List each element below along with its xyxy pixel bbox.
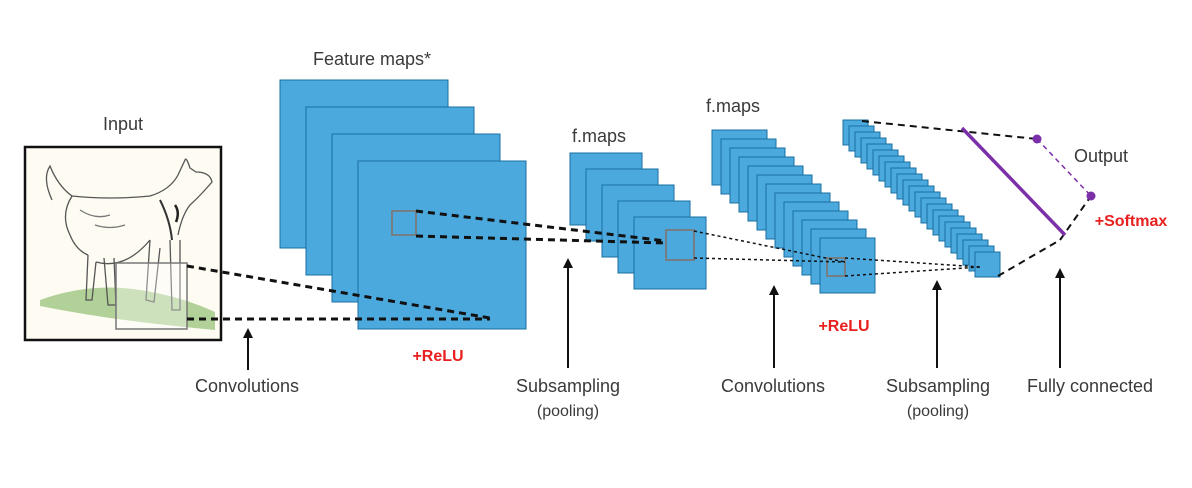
- arrows: [243, 258, 1065, 370]
- receptive-field-l3: [826, 257, 846, 277]
- receptive-field-l1: [391, 210, 417, 236]
- fmap-l2-5: [633, 216, 707, 290]
- label-pooling-2: (pooling): [907, 403, 969, 420]
- feature-map-4: [357, 160, 527, 330]
- label-input: Input: [103, 114, 143, 134]
- label-subsampling-2: Subsampling: [886, 376, 990, 396]
- fmaps-layer4: [842, 119, 1001, 278]
- label-pooling-1: (pooling): [537, 403, 599, 420]
- conn-l3-bottom: [844, 266, 981, 277]
- up-arrow-icon-4: [932, 280, 942, 290]
- label-convolutions-1: Convolutions: [195, 376, 299, 396]
- conn-input-top: [186, 264, 491, 320]
- label-subsampling-1: Subsampling: [516, 376, 620, 396]
- conn-l3-top: [844, 257, 981, 268]
- output-node-2: [1086, 191, 1096, 201]
- input-image: [23, 145, 223, 342]
- label-relu-2: +ReLU: [818, 318, 869, 335]
- up-arrow-icon-5: [1055, 268, 1065, 278]
- input-receptive-field: [115, 262, 188, 330]
- label-fmaps-1: f.maps: [572, 126, 626, 146]
- fmaps-layer2: [569, 152, 707, 290]
- output-dashed-link: [1036, 138, 1092, 197]
- label-fully-connected: Fully connected: [1027, 376, 1153, 396]
- conn-fc-bottom-a: [997, 239, 1061, 277]
- conn-l2-top: [693, 230, 846, 263]
- label-convolutions-2: Convolutions: [721, 376, 825, 396]
- up-arrow-icon-1: [243, 328, 253, 338]
- conn-l1-top: [415, 209, 667, 243]
- fully-connected-line: [960, 126, 1067, 237]
- conn-fc-top: [861, 120, 1038, 140]
- up-arrow-icon-3: [769, 285, 779, 295]
- connection-lines: [186, 120, 1092, 321]
- fmap-l3-13: [819, 237, 876, 294]
- fmap-l4-23: [974, 251, 1001, 278]
- label-output: Output: [1074, 146, 1128, 166]
- label-softmax: +Softmax: [1095, 213, 1168, 230]
- conn-l2-bottom: [693, 257, 846, 263]
- feature-maps-layer1: [279, 79, 527, 330]
- receptive-field-l2: [665, 229, 695, 261]
- output-layer: [960, 126, 1096, 237]
- output-node-1: [1032, 134, 1042, 144]
- fmaps-layer3: [711, 129, 876, 294]
- dog-sketch-icon: [45, 158, 213, 311]
- label-fmaps-2: f.maps: [706, 96, 760, 116]
- conn-l1-bottom: [415, 234, 667, 245]
- label-relu-1: +ReLU: [412, 348, 463, 365]
- label-feature-maps: Feature maps*: [313, 49, 431, 69]
- conn-fc-bottom-b: [1059, 195, 1092, 241]
- up-arrow-icon-2: [563, 258, 573, 268]
